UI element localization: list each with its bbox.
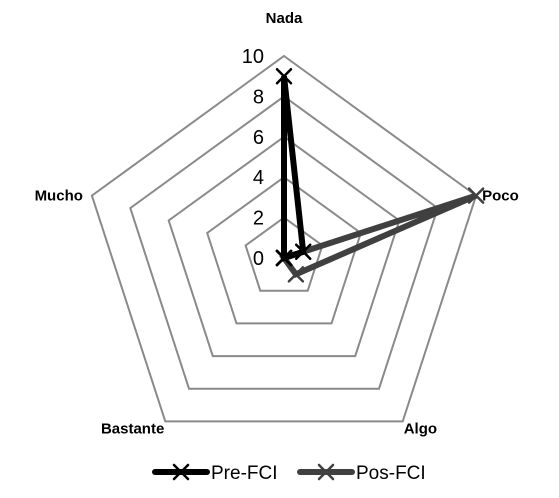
tick-label: 2 xyxy=(253,208,264,230)
grid-ring-6 xyxy=(167,135,401,358)
data-point-pos-fci-algo xyxy=(287,266,305,283)
category-label-bastante: Bastante xyxy=(101,420,164,437)
grid-ring-4 xyxy=(206,175,362,325)
tick-label: 8 xyxy=(253,86,264,108)
tick-label: 0 xyxy=(253,248,264,270)
legend-item-pos-fci: Pos-FCI xyxy=(297,463,426,484)
series-layer xyxy=(275,67,485,283)
legend-label: Pre-FCI xyxy=(211,463,278,484)
legend-marker-icon xyxy=(172,463,190,481)
data-point-pre-fci-poco xyxy=(294,243,312,261)
series-pre-fci xyxy=(275,67,312,267)
radial-tick-labels: 0 2 4 6 8 10 xyxy=(242,46,264,270)
category-label-mucho: Mucho xyxy=(35,188,83,205)
grid-ring-2 xyxy=(244,216,324,292)
category-label-poco: Poco xyxy=(482,188,519,205)
tick-label: 4 xyxy=(253,167,264,189)
legend: Pre-FCI Pos-FCI xyxy=(152,463,426,484)
data-point-pre-fci-mucho xyxy=(275,249,293,267)
series-line-pos-fci xyxy=(279,192,478,279)
grid-ring-10 xyxy=(90,54,478,423)
data-point-pos-fci-poco xyxy=(467,187,485,204)
tick-label: 10 xyxy=(242,46,264,68)
category-label-algo: Algo xyxy=(404,420,437,437)
category-label-nada: Nada xyxy=(266,10,303,27)
legend-label: Pos-FCI xyxy=(356,463,426,484)
grid-ring-8 xyxy=(129,95,439,390)
series-line-pre-fci xyxy=(281,75,307,263)
legend-marker-icon xyxy=(317,463,335,481)
tick-label: 6 xyxy=(253,127,264,149)
radar-grid xyxy=(90,54,478,423)
data-point-pre-fci-nada xyxy=(275,67,293,85)
legend-item-pre-fci: Pre-FCI xyxy=(152,463,278,484)
